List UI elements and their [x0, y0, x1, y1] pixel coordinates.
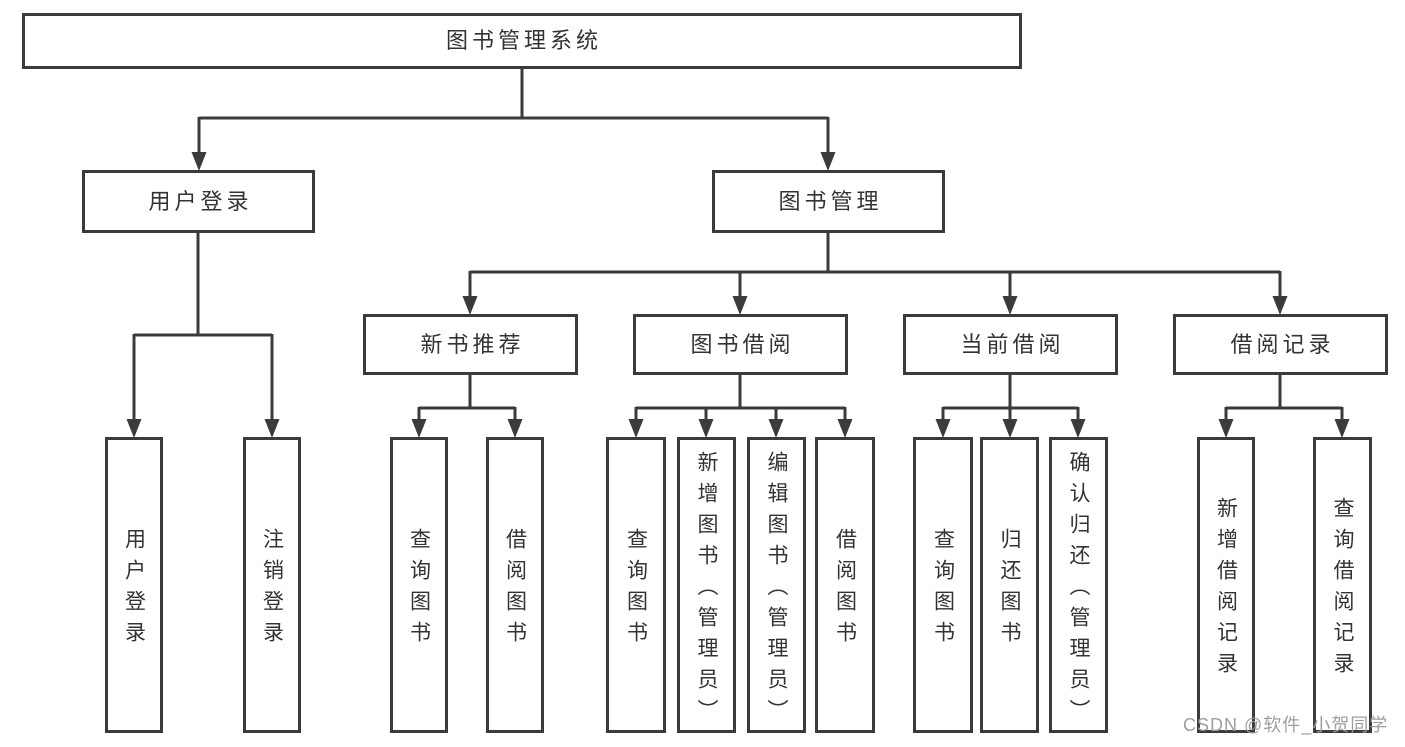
leaf-current-return-books: 归还图书 [980, 437, 1039, 733]
leaf-record-query-borrow-record: 查询借阅记录 [1313, 437, 1372, 733]
leaf-recommend-borrow-books: 借阅图书 [486, 437, 544, 733]
leaf-borrowing-borrow-books: 借阅图书 [815, 437, 875, 733]
leaf-borrowing-edit-books-admin: 编辑图书（管理员） [747, 437, 806, 733]
node-new-book-recommend: 新书推荐 [363, 314, 578, 375]
node-book-borrowing: 图书借阅 [633, 314, 848, 375]
leaf-borrowing-add-books-admin: 新增图书（管理员） [677, 437, 736, 733]
leaf-current-query-books: 查询图书 [913, 437, 973, 733]
node-book-management: 图书管理 [712, 170, 945, 233]
leaf-borrowing-query-books: 查询图书 [606, 437, 666, 733]
leaf-current-confirm-return-admin: 确认归还（管理员） [1049, 437, 1108, 733]
csdn-watermark: CSDN @软件_小贺同学 [1183, 715, 1389, 735]
node-root-library-management-system: 图书管理系统 [22, 13, 1022, 69]
arrowheads [126, 152, 1350, 438]
node-current-borrowing: 当前借阅 [903, 314, 1118, 375]
leaf-recommend-query-books: 查询图书 [390, 437, 448, 733]
leaf-logout: 注销登录 [243, 437, 301, 733]
node-user-login: 用户登录 [82, 170, 315, 233]
node-borrow-records: 借阅记录 [1173, 314, 1388, 375]
leaf-user-login: 用户登录 [105, 437, 163, 733]
leaf-record-add-borrow-record: 新增借阅记录 [1197, 437, 1255, 733]
